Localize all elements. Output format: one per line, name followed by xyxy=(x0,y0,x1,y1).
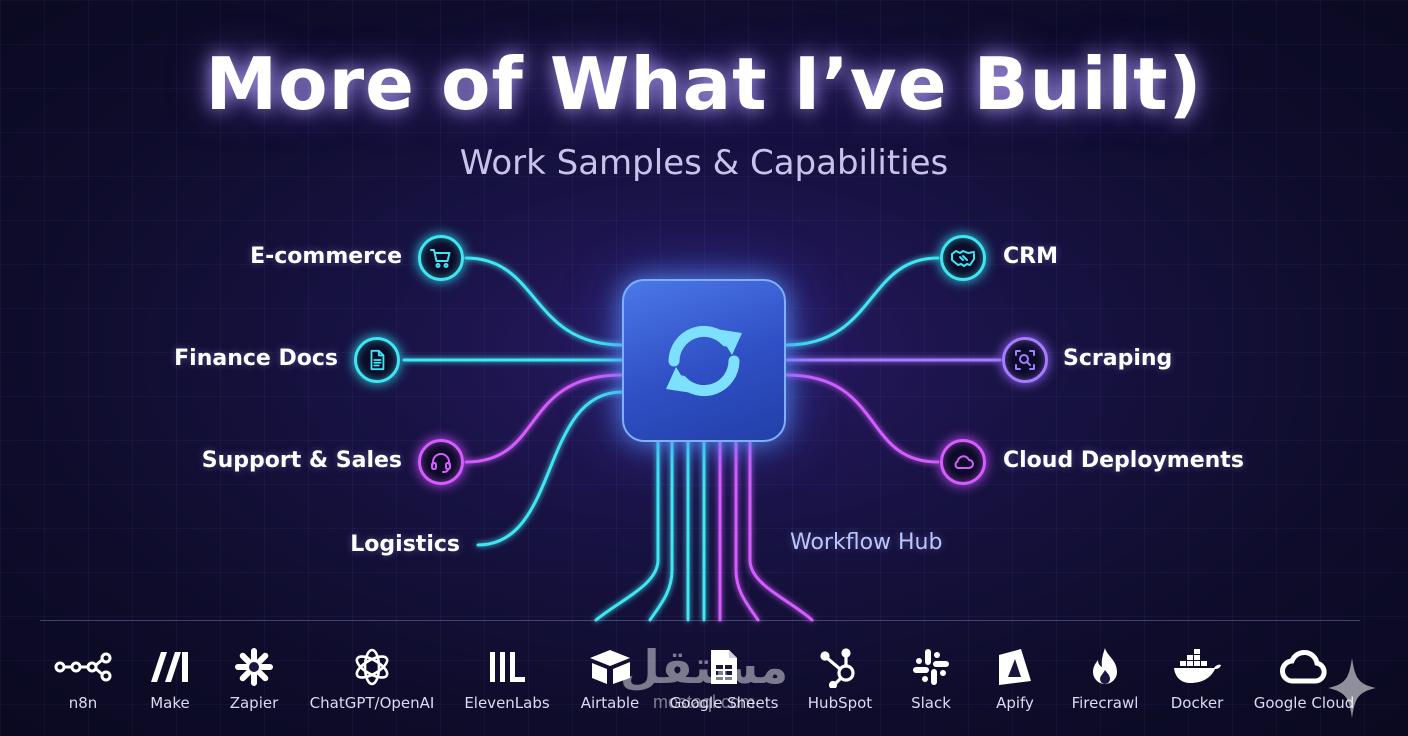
tool-elevenlabs: ElevenLabs xyxy=(460,644,554,712)
google-sheets-icon xyxy=(664,644,784,690)
handshake-icon xyxy=(940,235,986,281)
cart-icon xyxy=(418,235,464,281)
firecrawl-icon xyxy=(1066,644,1144,690)
tool-name: Apify xyxy=(996,694,1034,712)
page-title: More of What I’ve Built) xyxy=(205,42,1203,126)
page-subtitle: Work Samples & Capabilities xyxy=(459,143,949,183)
divider xyxy=(40,620,1360,621)
tool-google-cloud: Google Cloud xyxy=(1252,644,1356,712)
hubspot-icon xyxy=(800,644,880,690)
tool-name: Airtable xyxy=(580,694,640,712)
airtable-icon xyxy=(572,644,648,690)
make-icon xyxy=(132,644,208,690)
trunk-line xyxy=(734,440,760,622)
tool-name: Docker xyxy=(1170,694,1224,712)
capability-finance-label: Finance Docs xyxy=(174,346,338,371)
document-icon xyxy=(354,337,400,383)
tool-name: Slack xyxy=(911,694,951,712)
tool-zapier: Zapier xyxy=(216,644,292,712)
capability-scraping-label: Scraping xyxy=(1063,346,1173,371)
tool-openai: ChatGPT/OpenAI xyxy=(302,644,442,712)
tool-name: n8n xyxy=(68,694,98,712)
capability-crm-label: CRM xyxy=(1003,244,1058,269)
elevenlabs-icon xyxy=(460,644,554,690)
capability-logistics-label: Logistics xyxy=(350,532,460,557)
capability-support-label: Support & Sales xyxy=(201,448,402,473)
sync-icon xyxy=(666,325,742,396)
tool-name: HubSpot xyxy=(807,694,873,712)
slack-icon xyxy=(898,644,964,690)
scan-search-icon xyxy=(1002,337,1048,383)
trunk-line xyxy=(748,440,814,622)
docker-icon xyxy=(1162,644,1232,690)
headset-icon xyxy=(418,439,464,485)
tool-firecrawl: Firecrawl xyxy=(1066,644,1144,712)
cloud-icon xyxy=(940,439,986,485)
tool-slack: Slack xyxy=(898,644,964,712)
tool-google-sheets: Google Sheets xyxy=(664,644,784,712)
connector-crm xyxy=(784,256,940,347)
tool-docker: Docker xyxy=(1162,644,1232,712)
tool-name: Firecrawl xyxy=(1071,694,1139,712)
openai-icon xyxy=(302,644,442,690)
tool-name: ElevenLabs xyxy=(464,694,550,712)
n8n-icon xyxy=(40,644,126,690)
connector-cloud xyxy=(784,373,940,464)
connector-support xyxy=(464,373,624,464)
zapier-icon xyxy=(216,644,292,690)
tool-name: Google Cloud xyxy=(1253,694,1355,712)
trunk-line xyxy=(648,440,674,622)
trunk-line xyxy=(594,440,660,622)
connector-logistics xyxy=(476,390,624,547)
tool-airtable: Airtable xyxy=(572,644,648,712)
tool-name: Make xyxy=(150,694,190,712)
hub-label: Workflow Hub xyxy=(790,530,943,555)
tool-name: Zapier xyxy=(229,694,279,712)
tool-name: Google Sheets xyxy=(669,694,779,712)
google-cloud-icon xyxy=(1252,644,1356,690)
apify-icon xyxy=(984,644,1046,690)
tool-apify: Apify xyxy=(984,644,1046,712)
workflow-hub xyxy=(622,279,786,442)
tool-n8n: n8n xyxy=(40,644,126,712)
tool-hubspot: HubSpot xyxy=(800,644,880,712)
tool-name: ChatGPT/OpenAI xyxy=(309,694,435,712)
capability-ecommerce-label: E-commerce xyxy=(250,244,402,269)
sparkle-icon xyxy=(1326,656,1378,725)
capability-cloud-label: Cloud Deployments xyxy=(1003,448,1244,473)
connector-ecommerce xyxy=(464,256,624,347)
tool-make: Make xyxy=(132,644,208,712)
